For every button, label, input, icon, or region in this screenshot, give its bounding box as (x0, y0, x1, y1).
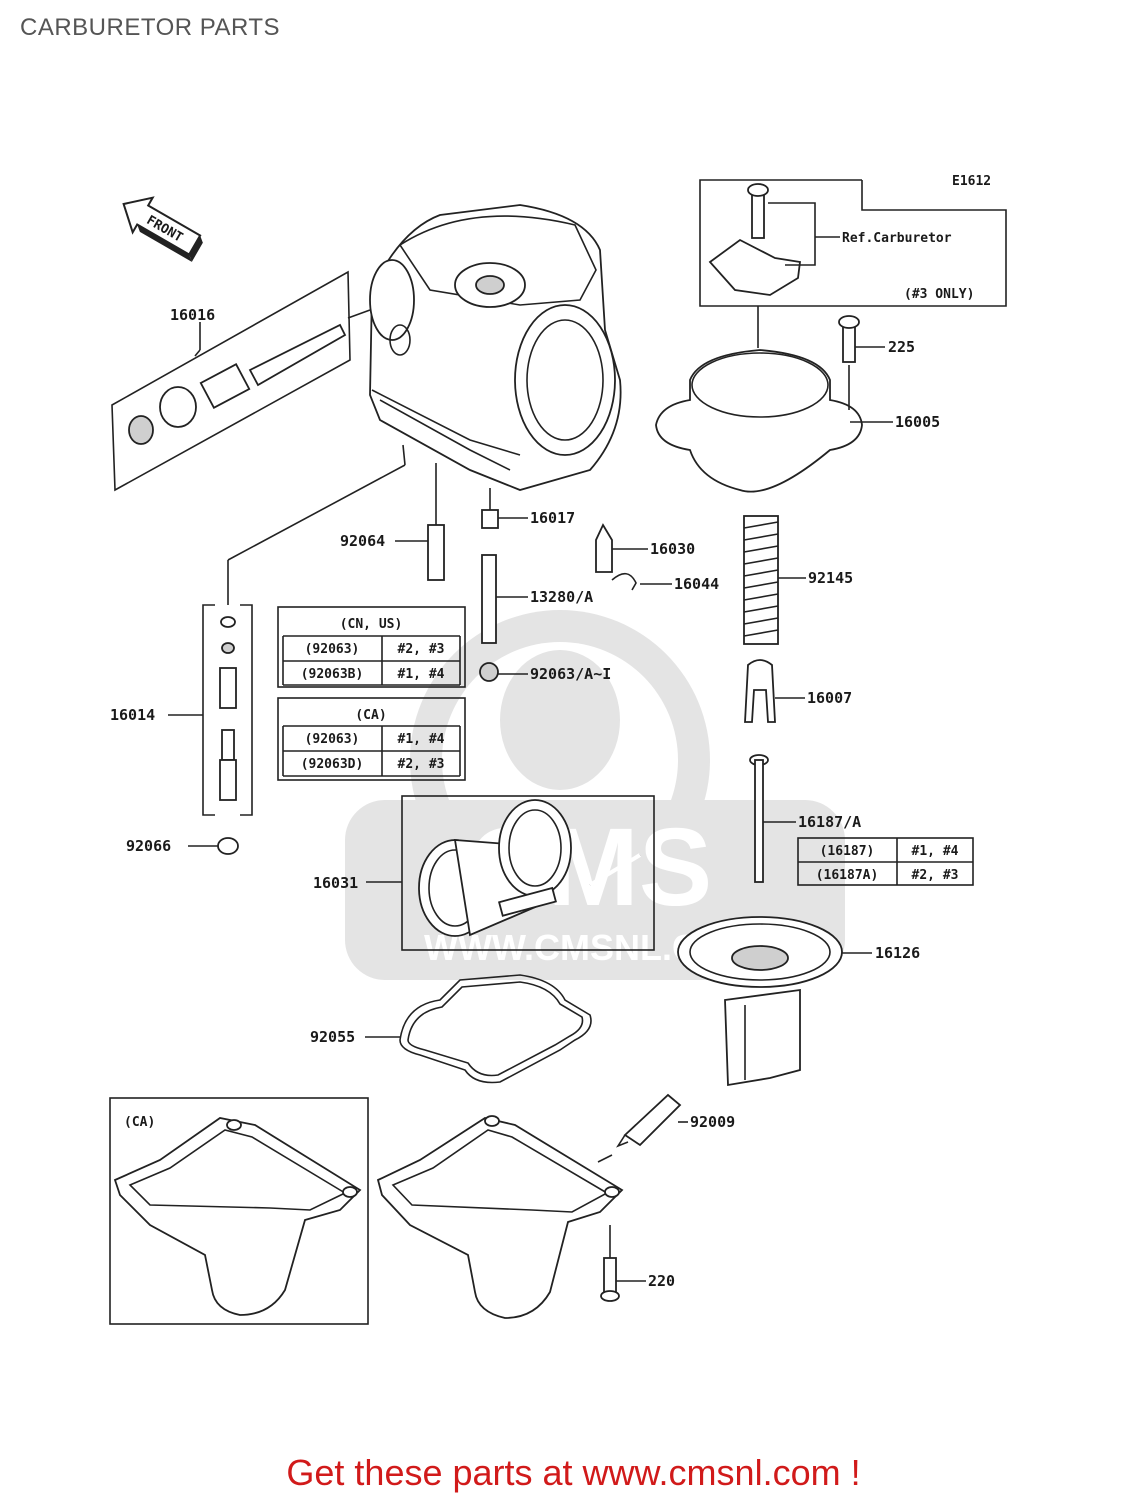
part-92009-shape (597, 1093, 682, 1163)
label-92055: 92055 (310, 1028, 355, 1046)
part-16017-shape (481, 509, 499, 529)
page-title: CARBURETOR PARTS (20, 14, 281, 41)
part-16014-group (168, 444, 406, 816)
parts-diagram: CMS WWW.CMSNL.COM FRONT 16016 (109, 174, 1007, 1325)
part-92064-shape (427, 524, 445, 581)
table-ca-r2-cyl: #2, #3 (398, 757, 445, 772)
ref-carburetor-box: Ref.Carburetor (#3 ONLY) (699, 179, 1007, 348)
table-needle: (16187) #1, #4 (16187A) #2, #3 (797, 837, 974, 886)
label-92064: 92064 (340, 532, 385, 550)
label-13280: 13280/A (530, 588, 593, 606)
table-ca: (CA) (92063) #1, #4 (92063D) #2, #3 (277, 697, 466, 781)
part-92063-shape (479, 662, 499, 682)
float-bowl-group (376, 1115, 624, 1319)
label-16017: 16017 (530, 509, 575, 527)
table-ca-r2-part: (92063D) (301, 757, 364, 772)
label-220: 220 (648, 1272, 675, 1290)
label-16005: 16005 (895, 413, 940, 431)
part-16187-shape (754, 759, 764, 883)
part-16044-shape (611, 572, 637, 591)
table-ca-r1-part: (92063) (305, 732, 360, 747)
table-ca-header: (CA) (355, 708, 386, 723)
table-cn-us-r2-part: (92063B) (301, 667, 364, 682)
table-needle-r1-part: (16187) (820, 844, 875, 859)
label-225: 225 (888, 338, 915, 356)
label-92145: 92145 (808, 569, 853, 587)
part-92145-shape (743, 515, 779, 645)
diagram-code: E1612 (952, 174, 991, 189)
part-92055-group (365, 974, 592, 1084)
label-16044: 16044 (674, 575, 719, 593)
label-16030: 16030 (650, 540, 695, 558)
table-ca-r1-cyl: #1, #4 (398, 732, 445, 747)
label-16031: 16031 (313, 874, 358, 892)
front-arrow-icon: FRONT (122, 196, 203, 262)
part-13280-shape (481, 554, 497, 644)
ca-float-bowl-group: (CA) (109, 1097, 369, 1325)
table-cn-us-r1-cyl: #2, #3 (398, 642, 445, 657)
ref-label: Ref.Carburetor (842, 231, 952, 246)
table-cn-us-header: (CN, US) (340, 617, 403, 632)
label-16187: 16187/A (798, 813, 861, 831)
footer-promo-link[interactable]: Get these parts at www.cmsnl.com ! (286, 1452, 861, 1493)
label-92063: 92063/A~I (530, 665, 611, 683)
table-cn-us-r1-part: (92063) (305, 642, 360, 657)
only-label: (#3 ONLY) (904, 287, 974, 302)
part-16016-group (111, 270, 371, 492)
table-cn-us: (CN, US) (92063) #2, #3 (92063B) #1, #4 (277, 606, 466, 688)
carburetor-body-illustration (369, 204, 622, 491)
label-16016: 16016 (170, 306, 215, 324)
table-needle-r2-part: (16187A) (816, 868, 879, 883)
part-16005-group (655, 349, 893, 493)
part-92066-shape (217, 837, 239, 855)
label-16126: 16126 (875, 944, 920, 962)
part-16126-group (677, 916, 872, 1087)
label-92009: 92009 (690, 1113, 735, 1131)
table-needle-r1-cyl: #1, #4 (912, 844, 959, 859)
part-16031-group (366, 795, 655, 951)
label-92066: 92066 (126, 837, 171, 855)
table-cn-us-r2-cyl: #1, #4 (398, 667, 445, 682)
label-16014: 16014 (110, 706, 155, 724)
part-16007-shape (744, 659, 776, 723)
table-needle-r2-cyl: #2, #3 (912, 868, 959, 883)
label-16007: 16007 (807, 689, 852, 707)
part-16030-shape (595, 523, 613, 573)
ca-box-label: (CA) (124, 1115, 155, 1130)
